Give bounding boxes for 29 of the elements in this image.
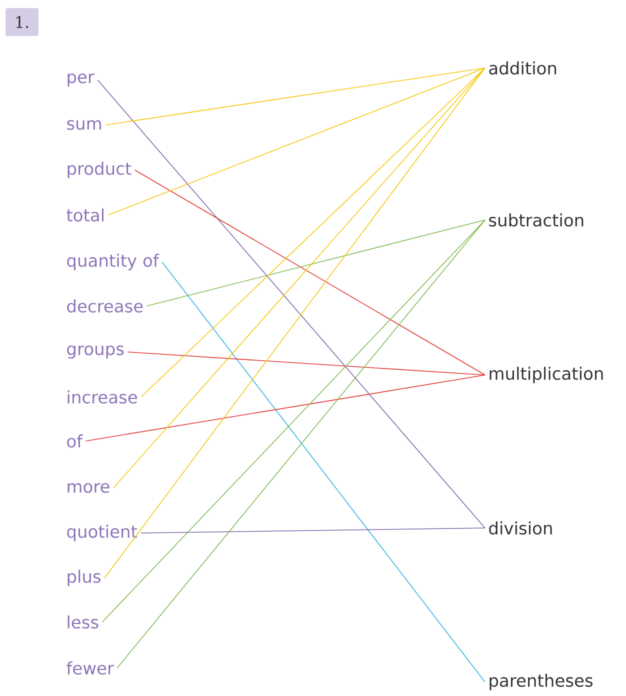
- word-label: quantity of: [67, 254, 160, 270]
- word-label: parentheses: [490, 674, 592, 690]
- word-label: fewer: [66, 661, 114, 675]
- connector-line: [140, 68, 486, 398]
- connector-line: [85, 374, 486, 442]
- connector-line: [146, 220, 486, 306]
- word-label: more: [68, 483, 110, 493]
- connector-line: [140, 528, 486, 534]
- word-label: decrease: [67, 299, 143, 313]
- word-label: increase: [68, 390, 137, 404]
- word-label: addition: [489, 61, 556, 75]
- word-label: subtraction: [489, 213, 584, 227]
- word-label: product: [68, 162, 132, 178]
- connector-line: [105, 68, 486, 126]
- word-label: groups: [67, 345, 124, 359]
- word-label: sum: [67, 120, 101, 130]
- connector-line: [134, 170, 486, 376]
- word-label: of: [67, 434, 83, 448]
- word-label: total: [66, 208, 104, 222]
- connector-line: [108, 68, 486, 216]
- connector-line: [127, 352, 486, 376]
- word-label: less: [68, 615, 98, 629]
- word-label: quotient: [67, 524, 138, 542]
- word-label: plus: [68, 570, 101, 586]
- number-badge: 1.: [6, 8, 38, 36]
- word-label: division: [489, 521, 552, 535]
- connector-line: [162, 262, 486, 682]
- word-label: multiplication: [490, 366, 603, 384]
- word-label: per: [68, 73, 94, 87]
